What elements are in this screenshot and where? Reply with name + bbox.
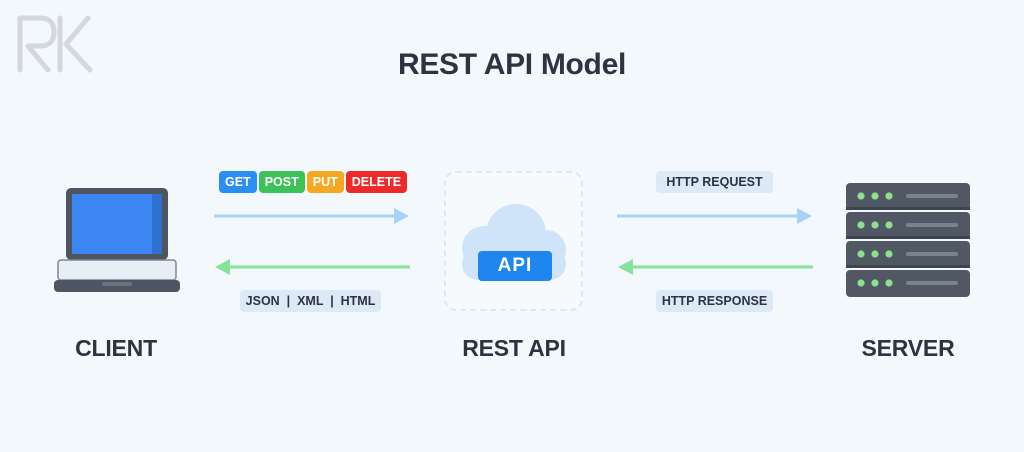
client-label: CLIENT <box>75 335 157 361</box>
arrow-right-icon <box>617 208 812 224</box>
method-get: GET <box>219 171 257 193</box>
rest-api-label: REST API <box>462 335 566 361</box>
http-response-label: HTTP RESPONSE <box>656 290 773 312</box>
laptop-icon <box>54 188 180 292</box>
method-delete: DELETE <box>345 171 408 193</box>
response-formats: JSON | XML | HTML <box>240 290 381 312</box>
arrow-left-icon <box>215 259 410 275</box>
http-request-label: HTTP REQUEST <box>656 171 773 193</box>
arrow-left-icon <box>618 259 813 275</box>
diagram-title: REST API Model <box>397 48 627 81</box>
api-badge: API <box>478 251 552 281</box>
arrow-right-icon <box>214 208 409 224</box>
method-put: PUT <box>306 171 344 193</box>
server-icon <box>846 183 970 297</box>
method-post: POST <box>258 171 305 193</box>
server-label: SERVER <box>861 335 955 361</box>
logo-rk <box>17 15 93 73</box>
